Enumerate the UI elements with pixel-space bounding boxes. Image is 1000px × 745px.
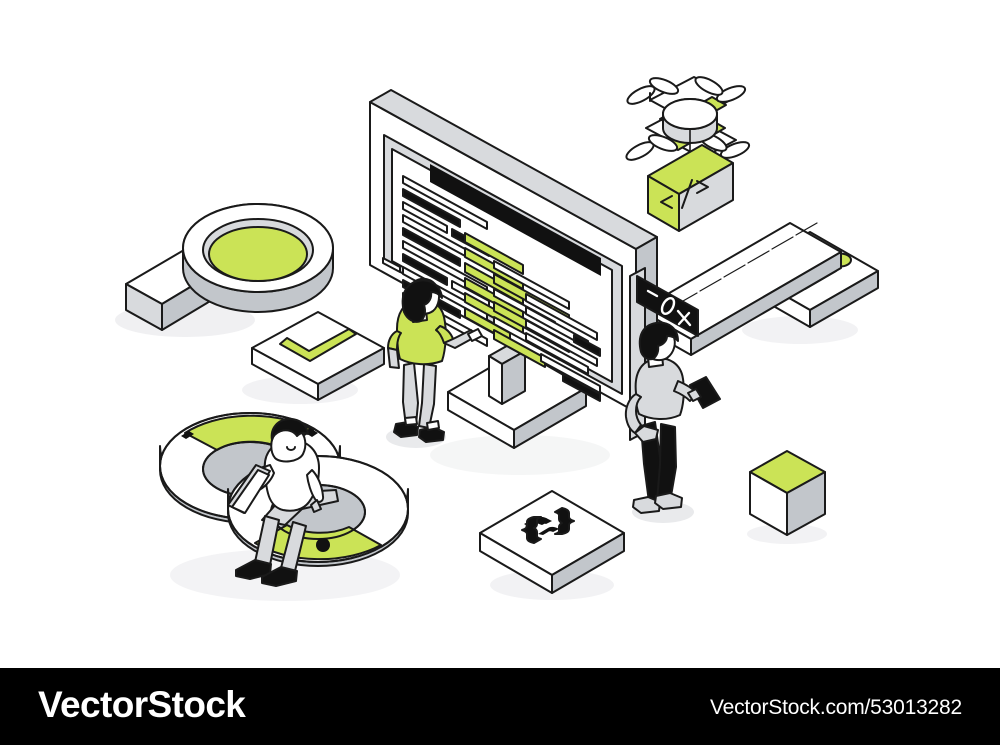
braces-slab (479, 490, 625, 594)
footer-bar (0, 668, 1000, 745)
vectorstock-logo: VectorStock (38, 684, 246, 725)
checkmark-slab (251, 311, 385, 401)
person-on-loop (227, 418, 339, 587)
screen-content (402, 164, 601, 402)
person-at-monitor (387, 277, 483, 443)
isometric-illustration: .st{stroke:#1a1a1a;stroke-width:2;stroke… (115, 76, 879, 601)
person-with-tablet (624, 321, 721, 514)
code-parcel (647, 144, 734, 232)
drone (625, 76, 751, 191)
magnifier (125, 203, 334, 331)
green-cube (749, 450, 826, 536)
monitor (369, 89, 658, 449)
vectorstock-credit: VectorStock.com/53013282 (709, 696, 962, 719)
